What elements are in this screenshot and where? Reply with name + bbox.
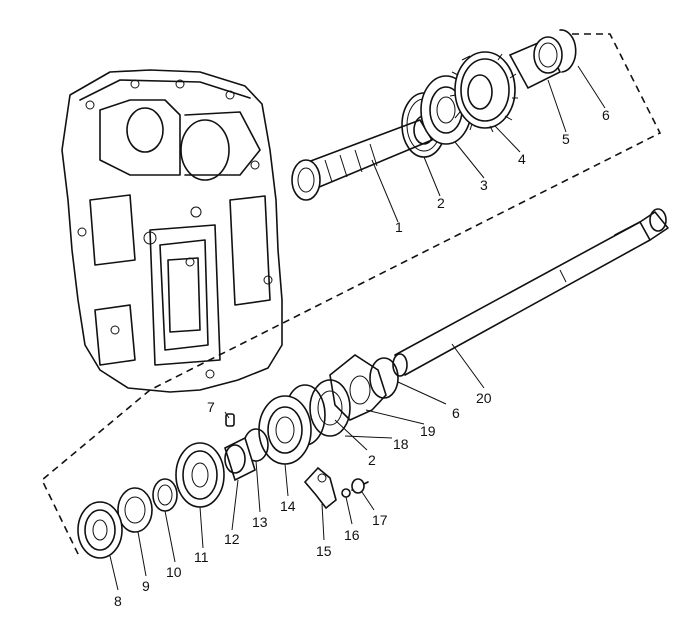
callout-15: 15 [316,543,332,559]
callout-2-lower: 2 [368,452,376,468]
part-7-key [225,413,235,427]
callout-6-lower: 6 [452,405,460,421]
part-8-gear-small [77,501,123,559]
part-9-bushing [117,487,153,533]
part-15-locking-tab [303,466,337,510]
callout-6: 6 [602,107,610,123]
callout-20: 20 [476,390,492,406]
part-11-gear-lower [175,442,225,508]
gearbox-housing [61,69,283,393]
callout-13: 13 [252,514,268,530]
callout-4: 4 [518,151,526,167]
part-1-input-shaft [291,115,435,201]
part-12-hub [224,436,256,482]
callout-9: 9 [142,578,150,594]
callout-10: 10 [166,564,182,580]
assembly-boundary-dashed [41,33,662,559]
callout-labels: 1 2 3 4 5 6 7 8 9 10 11 12 13 14 15 16 1… [114,107,610,609]
part-20-output-shaft [392,208,669,377]
part-5-sleeve [508,36,563,90]
callout-14: 14 [280,498,296,514]
part-19-lock-plate [329,354,387,421]
part-6-circlip-lower [369,357,399,399]
callout-7: 7 [207,399,215,415]
callout-16: 16 [344,527,360,543]
callout-12: 12 [224,531,240,547]
callout-17: 17 [372,512,388,528]
callout-19: 19 [420,423,436,439]
leader-lines [109,65,606,591]
part-16-lock-washer [341,488,351,498]
callout-2: 2 [437,195,445,211]
part-10-needle-bearing [152,478,178,512]
callout-18: 18 [393,436,409,452]
part-17-bolt [351,478,369,494]
part-4-gear-upper [449,51,518,133]
callout-1: 1 [395,219,403,235]
callout-11: 11 [194,549,209,565]
callout-8: 8 [114,593,122,609]
part-18-washer [309,379,351,437]
part-6-circlip-upper [559,29,577,73]
callout-3: 3 [480,177,488,193]
callout-5: 5 [562,131,570,147]
